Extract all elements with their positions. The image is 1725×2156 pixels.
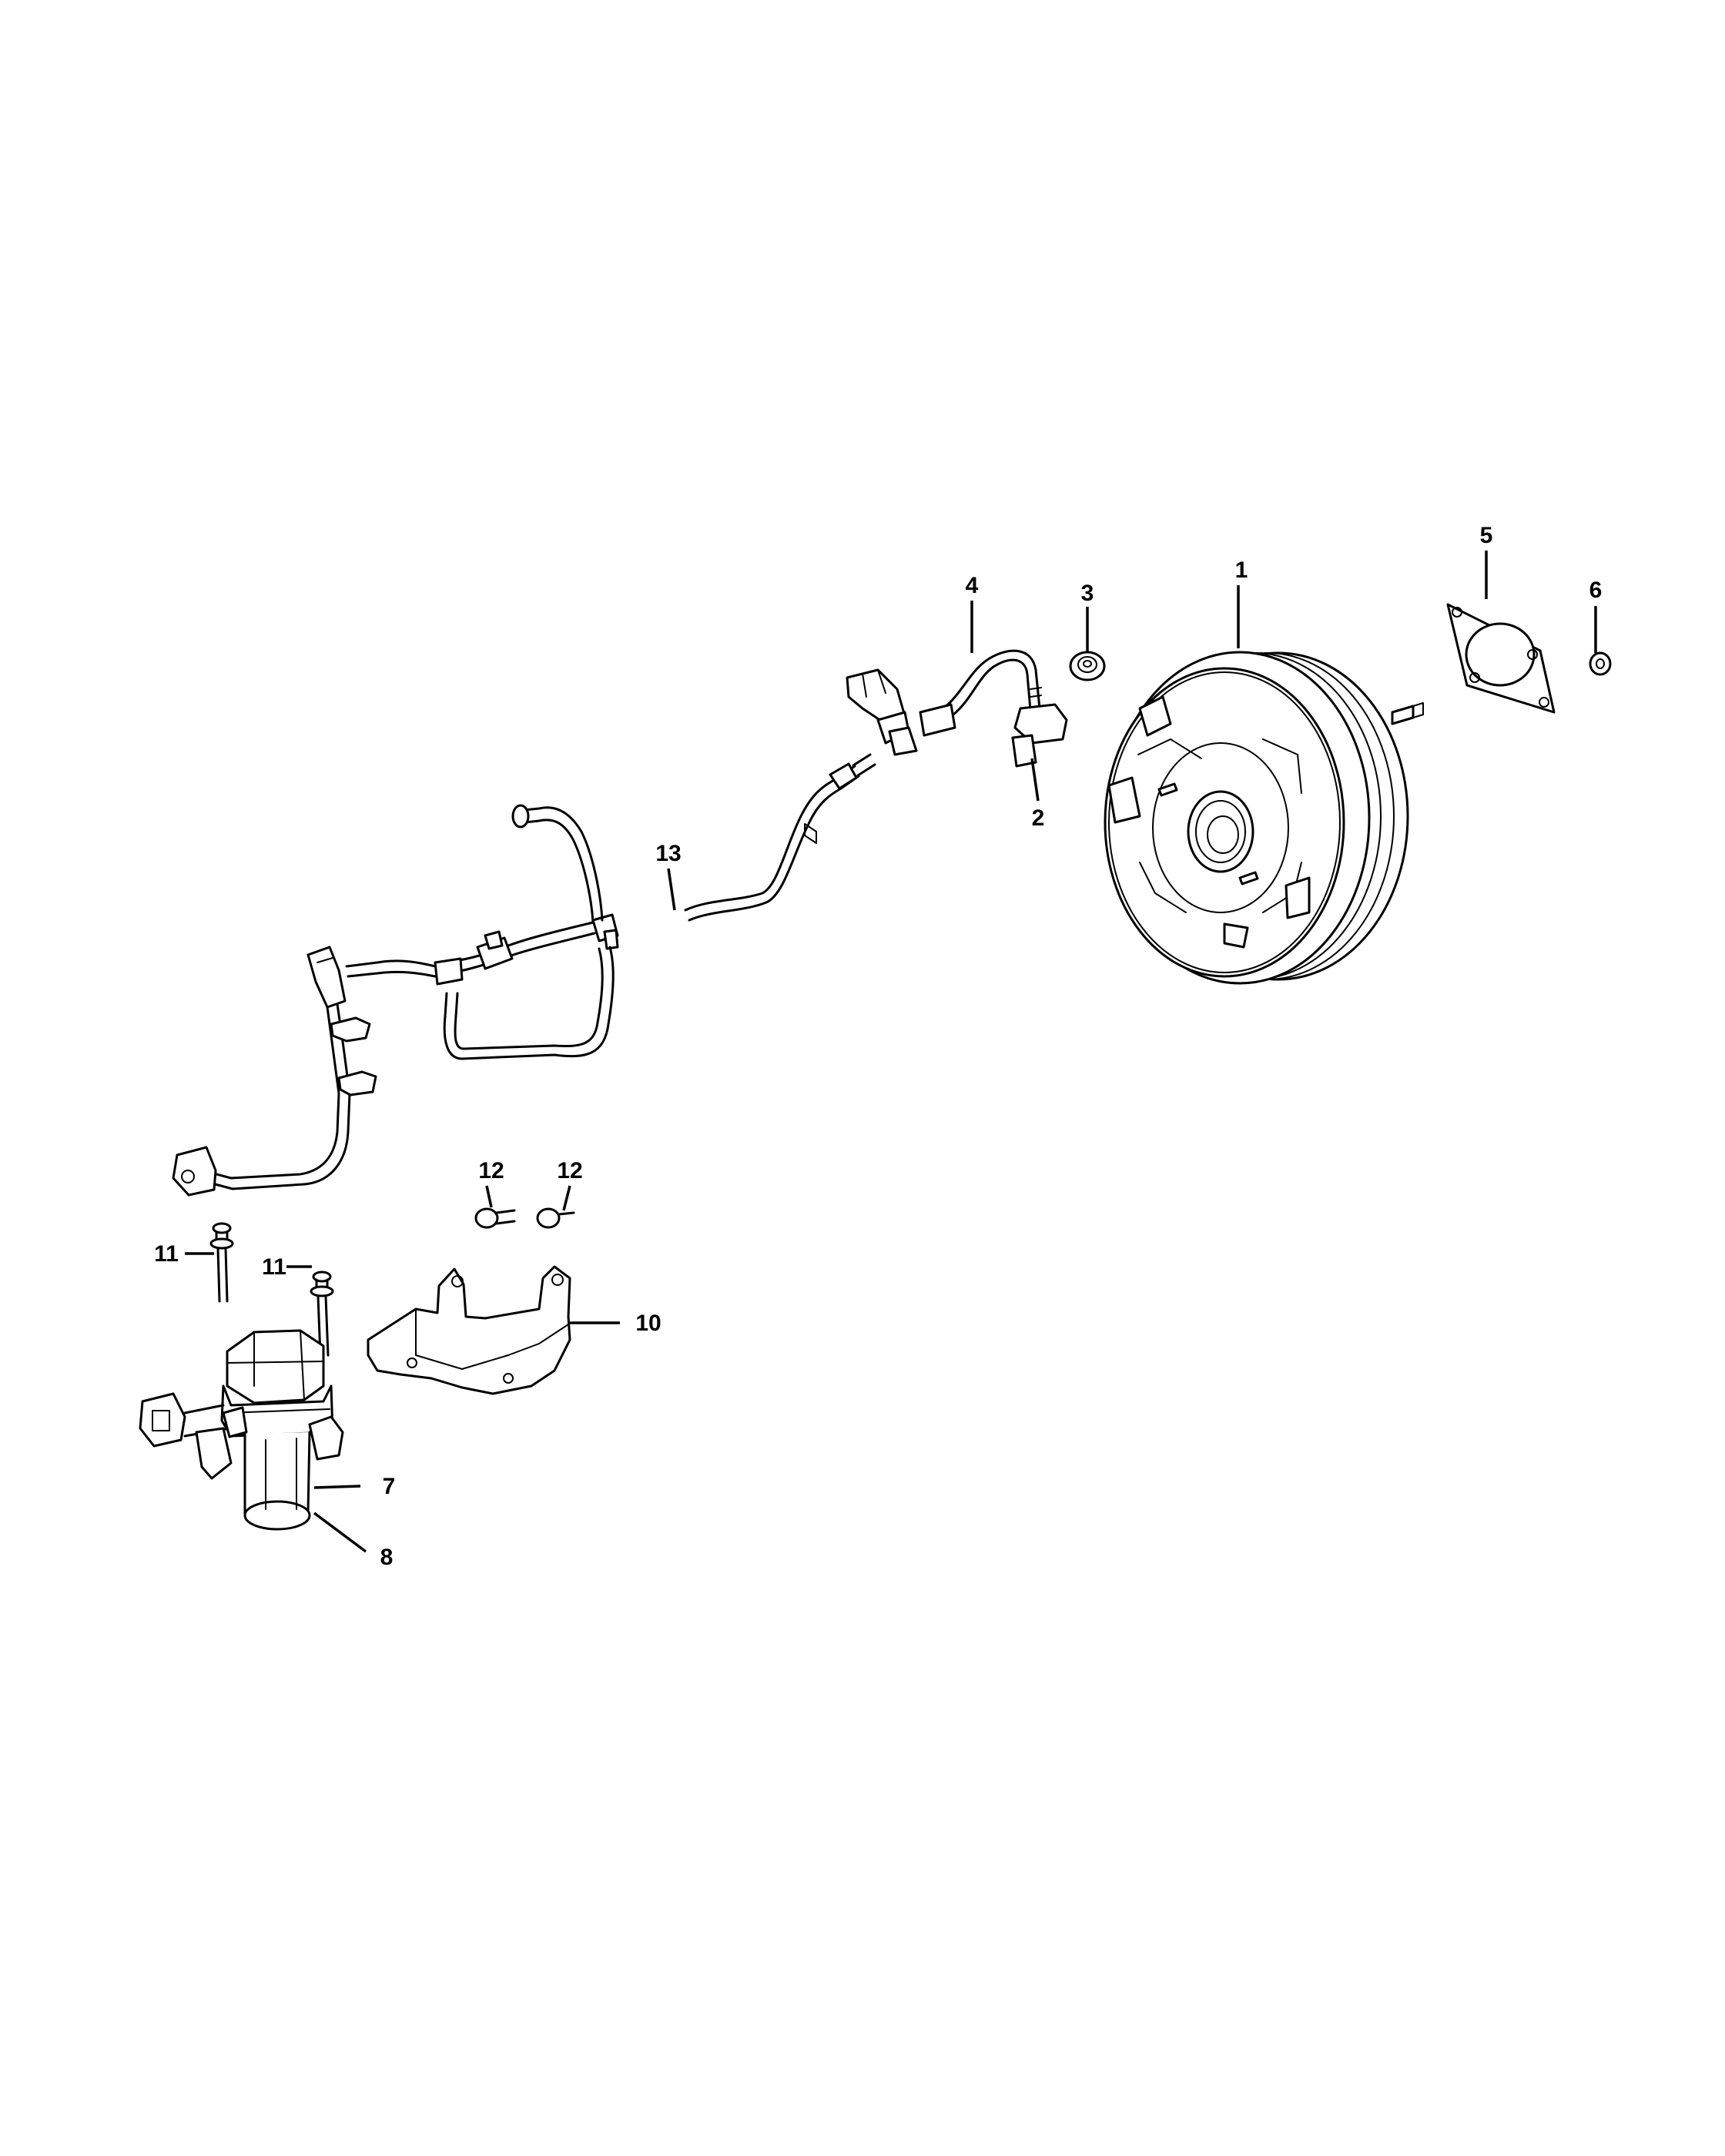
callout-4: 4 <box>966 573 979 598</box>
callout-3: 3 <box>1081 581 1094 606</box>
bolt-11a <box>209 1222 234 1303</box>
callout-labels: 1 2 3 4 5 6 7 8 10 11 11 12 12 13 <box>154 523 1602 1570</box>
callout-11a: 11 <box>154 1241 179 1267</box>
callout-7: 7 <box>383 1474 396 1499</box>
callout-6: 6 <box>1589 578 1603 603</box>
mounting-bracket <box>367 1265 571 1395</box>
brake-booster <box>1104 651 1424 985</box>
callout-8: 8 <box>380 1545 394 1570</box>
gasket <box>1446 603 1556 714</box>
leader-lines <box>185 551 1597 1553</box>
nut-6 <box>1589 651 1612 676</box>
callout-10: 10 <box>635 1311 661 1336</box>
callout-1: 1 <box>1235 557 1248 583</box>
callout-5: 5 <box>1480 523 1493 548</box>
grommet-3 <box>1069 651 1106 681</box>
callout-2: 2 <box>1032 805 1045 831</box>
callout-11b: 11 <box>262 1254 286 1280</box>
callout-12b: 12 <box>557 1158 582 1183</box>
bolt-12a <box>474 1207 516 1229</box>
vacuum-hose-harness <box>172 753 876 1197</box>
check-valve-hose <box>846 649 1068 768</box>
callout-13: 13 <box>655 841 681 866</box>
vacuum-pump <box>139 1329 344 1531</box>
callout-12a: 12 <box>478 1158 504 1183</box>
bolt-11b <box>310 1270 334 1357</box>
bolt-12b <box>536 1207 575 1229</box>
